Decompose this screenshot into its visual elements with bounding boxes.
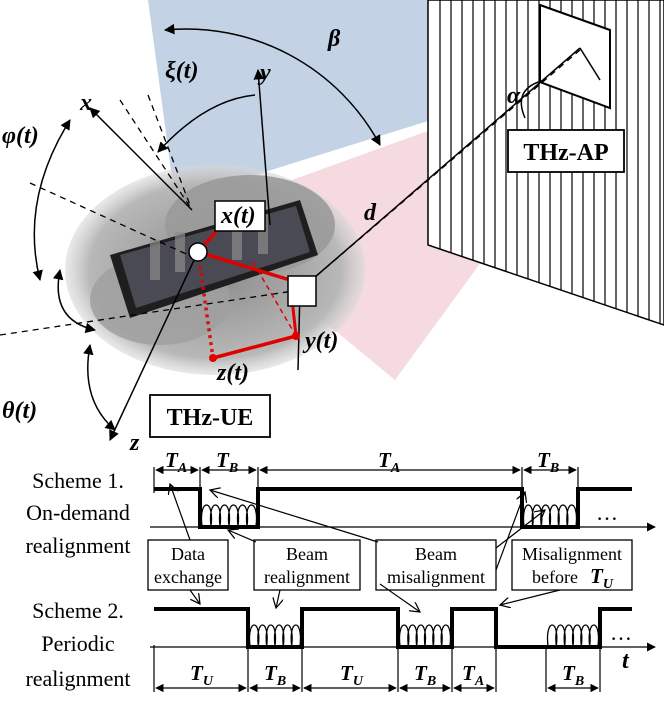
svg-text:TA: TA	[462, 661, 484, 689]
scheme2-ellipsis: …	[610, 620, 632, 645]
scheme1-ellipsis: …	[596, 500, 618, 525]
svg-text:TU: TU	[590, 564, 614, 592]
annotation-pointers	[170, 484, 561, 612]
svg-text:TB: TB	[216, 448, 238, 476]
scheme1-span-labels: TA TB TA TB	[165, 448, 559, 476]
local-axes-red	[188, 223, 300, 362]
label-beta: β	[327, 26, 341, 52]
annotation-beam-misalignment: Beam misalignment	[375, 539, 497, 591]
scheme2-coils	[248, 624, 600, 647]
label-alpha: α	[507, 83, 521, 109]
ue-label: THz-UE	[167, 405, 254, 431]
svg-text:On-demand: On-demand	[26, 500, 130, 525]
svg-text:TB: TB	[562, 661, 584, 689]
scheme2-titles: Scheme 2. Periodic realignment	[25, 598, 130, 691]
dashed-reference-lines	[0, 49, 581, 336]
svg-text:realignment: realignment	[264, 567, 350, 587]
xt-box	[214, 200, 266, 232]
hand-phone-image	[65, 165, 365, 375]
svg-text:TB: TB	[414, 661, 436, 689]
svg-text:TB: TB	[537, 448, 559, 476]
coil-loops	[248, 624, 302, 647]
annotation-beam-realignment: Beam realignment	[253, 539, 361, 591]
ap-device	[539, 3, 611, 110]
ap-label-box	[507, 129, 625, 173]
label-phi: φ(t)	[2, 123, 39, 149]
label-theta: θ(t)	[2, 398, 37, 424]
svg-text:Data: Data	[171, 544, 205, 564]
label-xt: x(t)	[220, 203, 256, 229]
annotation-data-exchange: Data exchange	[147, 539, 229, 591]
label-x-axis: x	[79, 90, 92, 116]
svg-text:TA: TA	[378, 448, 400, 476]
coil-loops	[546, 624, 600, 647]
svg-text:TA: TA	[165, 448, 187, 476]
svg-text:Beam: Beam	[415, 544, 457, 564]
svg-text:Misalignment: Misalignment	[522, 544, 622, 564]
svg-text:realignment: realignment	[25, 666, 130, 691]
angle-arcs	[32, 23, 546, 431]
scheme2-spans	[153, 645, 601, 693]
svg-text:realignment: realignment	[25, 533, 130, 558]
svg-text:Scheme 2.: Scheme 2.	[32, 598, 124, 623]
scheme1-coils	[200, 504, 578, 527]
label-xi: ξ(t)	[165, 58, 198, 84]
ue-label-box	[149, 394, 271, 438]
coil-loops	[522, 504, 578, 527]
scheme2-t-axis-label: t	[622, 648, 630, 674]
label-yt: y(t)	[302, 328, 338, 354]
annotation-misalignment-before-tu: Misalignment before TU	[511, 539, 633, 592]
coil-loops	[200, 504, 258, 527]
coil-loops	[398, 624, 452, 647]
scheme2-span-labels: TU TB TU TB TA TB	[190, 661, 584, 689]
svg-text:exchange: exchange	[154, 567, 222, 587]
label-y-axis: y	[257, 60, 271, 86]
svg-text:TB: TB	[264, 661, 286, 689]
svg-text:Periodic: Periodic	[41, 631, 115, 656]
label-z-axis: z	[129, 430, 140, 456]
axes	[89, 47, 601, 441]
svg-text:TU: TU	[190, 661, 214, 689]
scheme1-spans	[153, 465, 579, 493]
ap-label: THz-AP	[523, 140, 608, 166]
scheme1-signal	[154, 487, 632, 529]
label-d: d	[364, 200, 377, 226]
svg-text:TU: TU	[340, 661, 364, 689]
svg-text:Scheme 1.: Scheme 1.	[32, 468, 124, 493]
scheme1-titles: Scheme 1. On-demand realignment	[25, 468, 130, 558]
svg-text:misalignment: misalignment	[387, 567, 485, 587]
scheme2-signal	[154, 607, 632, 649]
origin-box	[287, 275, 317, 307]
label-zt: z(t)	[216, 360, 249, 386]
svg-text:before: before	[532, 567, 578, 587]
svg-text:Beam: Beam	[286, 544, 328, 564]
